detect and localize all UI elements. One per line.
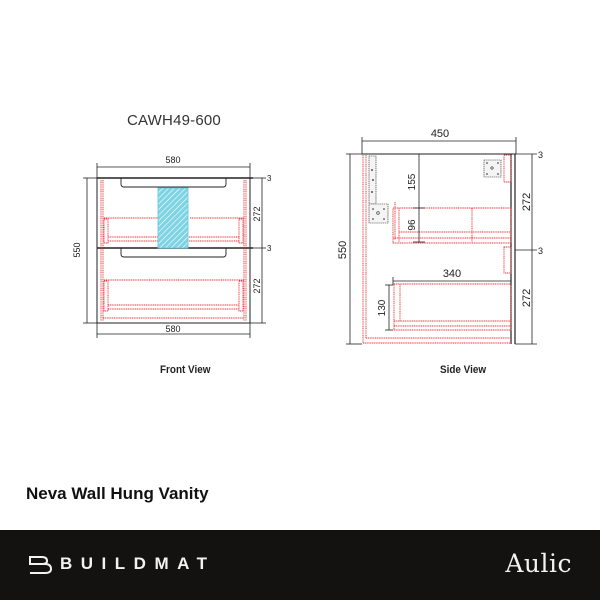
- side-gap-middle-label: 3: [538, 246, 543, 256]
- front-gap-middle-label: 3: [267, 244, 272, 253]
- side-inner-drawer-label: 96: [407, 219, 418, 231]
- side-depth-label: 450: [431, 128, 449, 140]
- front-height-dimension: [83, 177, 97, 324]
- side-lower-drawer-height-label: 130: [377, 299, 388, 316]
- wall-bracket-icon: [368, 155, 389, 224]
- rear-bracket-icon: [483, 159, 502, 178]
- buildmat-wordmark: BUILDMAT: [60, 554, 216, 573]
- front-top-width-label: 580: [165, 155, 180, 165]
- front-drawer-top-label: 272: [252, 206, 262, 221]
- side-drawer-top-label: 272: [521, 193, 533, 211]
- side-gap-top-label: 3: [538, 150, 543, 160]
- footer-bar: BUILDMAT Aulic: [0, 530, 600, 600]
- buildmat-logo-icon: [29, 556, 53, 574]
- front-bottom-width-label: 580: [165, 324, 180, 334]
- technical-drawing: 580 550: [72, 128, 543, 345]
- front-top-dimension: [96, 163, 251, 178]
- side-drawer-bottom-label: 272: [521, 289, 533, 307]
- product-title: Neva Wall Hung Vanity: [26, 484, 209, 503]
- side-top-clearance-label: 155: [407, 173, 418, 190]
- model-code: CAWH49-600: [127, 112, 221, 129]
- aulic-logo: Aulic: [505, 549, 572, 578]
- front-height-label: 550: [72, 242, 82, 257]
- plumbing-zone: [157, 187, 189, 249]
- front-view: 580 550: [72, 155, 272, 338]
- side-lower-drawer-depth-label: 340: [443, 268, 461, 280]
- side-height-label: 550: [337, 241, 349, 259]
- front-drawer-bottom-label: 272: [252, 278, 262, 293]
- front-gap-top-label: 3: [267, 174, 272, 183]
- front-view-label: Front View: [160, 364, 211, 376]
- side-view-label: Side View: [440, 364, 487, 376]
- side-view: 450 550: [337, 128, 543, 345]
